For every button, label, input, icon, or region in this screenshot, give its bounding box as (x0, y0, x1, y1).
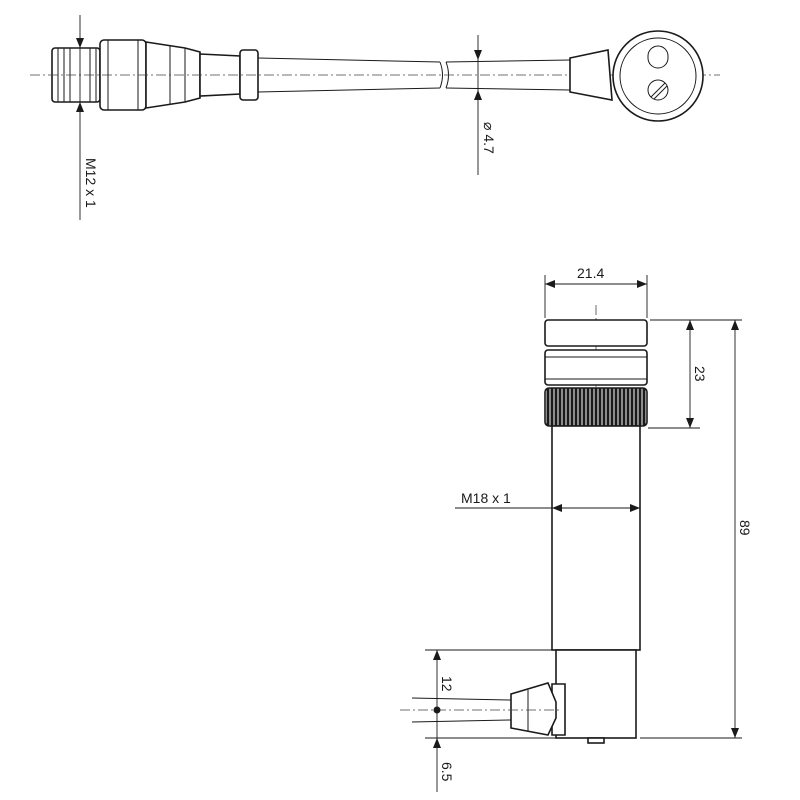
sensor-side-view: 21.4 23 89 M18 x 1 (400, 265, 753, 792)
m12-connector (51, 39, 259, 111)
m12-thread-label: M12 x 1 (83, 158, 99, 208)
cable-diameter-dimension: ⌀ 4.7 (474, 35, 497, 175)
cable-offset-label: 12 (439, 676, 455, 692)
side-cable-exit (400, 682, 566, 736)
sensor-ring (544, 349, 648, 386)
width-dimension: 21.4 (544, 265, 648, 318)
cable-offset-dimension: 12 6.5 (425, 649, 556, 792)
cable-assembly-view: M12 x 1 ⌀ 4.7 (30, 15, 720, 220)
bottom-offset-label: 6.5 (439, 762, 455, 782)
threaded-barrel (551, 425, 641, 651)
m18-thread-label: M18 x 1 (461, 490, 511, 506)
total-length-label: 89 (737, 520, 753, 536)
total-length-dimension: 89 (640, 319, 753, 739)
sensor-head-top (569, 30, 704, 122)
sensor-cap (544, 319, 648, 347)
m12-dimension: M12 x 1 (76, 15, 99, 220)
sensor-lower-body (555, 649, 637, 739)
head-height-label: 23 (692, 366, 708, 382)
width-label: 21.4 (577, 265, 604, 281)
head-height-dimension: 23 (648, 319, 708, 429)
knurled-nut (544, 387, 648, 427)
cable (30, 57, 720, 93)
cable-diameter-label: ⌀ 4.7 (481, 122, 497, 154)
m18-dimension: M18 x 1 (455, 490, 640, 512)
